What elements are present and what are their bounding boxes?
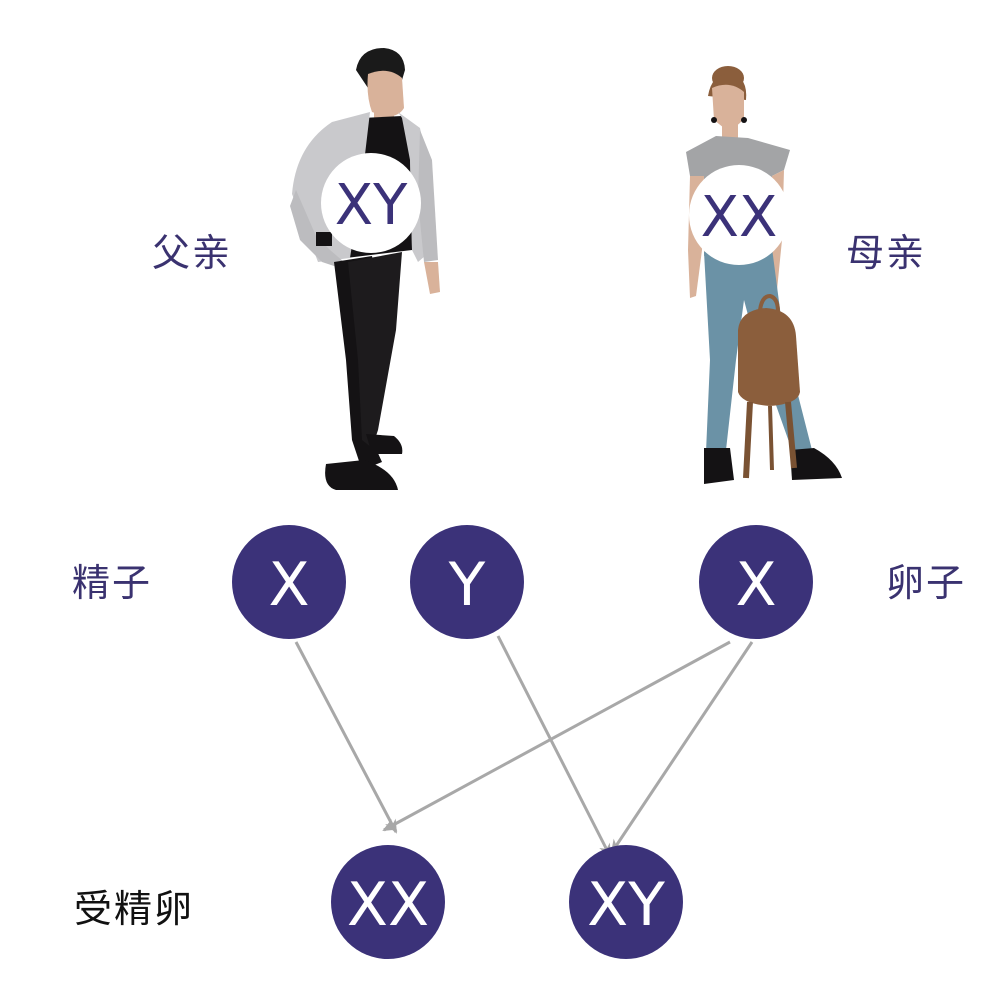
father-figure-icon (290, 48, 440, 490)
sperm-x-node: X (232, 525, 346, 639)
father-chromosome-circle (321, 153, 421, 253)
offspring-xx-node: XX (331, 845, 445, 959)
mother-figure-icon (686, 66, 842, 484)
offspring-xx-label: XX (347, 870, 429, 940)
sperm-label: 精子 (72, 561, 153, 605)
mother-chromosomes: XX (701, 185, 778, 250)
arrow-egg-x-to-xy (610, 641, 754, 854)
mother-label: 母亲 (846, 231, 927, 275)
egg-x-label: X (735, 550, 776, 620)
sperm-y-label: Y (448, 550, 486, 620)
backpack-icon (738, 293, 800, 479)
father-chromosomes: XY (335, 173, 408, 238)
arrow-sperm-x-to-xx (294, 641, 398, 834)
offspring-xy-node: XY (569, 845, 683, 959)
offspring-xy-label: XY (587, 870, 665, 940)
sperm-y-node: Y (410, 525, 524, 639)
egg-label: 卵子 (886, 561, 967, 605)
sperm-x-label: X (268, 550, 309, 620)
inheritance-arrows (294, 635, 754, 858)
egg-x-node: X (699, 525, 813, 639)
mother-chromosome-circle (689, 165, 789, 265)
fertilized-egg-label: 受精卵 (74, 887, 195, 931)
arrow-egg-x-to-xx (382, 640, 731, 832)
father-label: 父亲 (152, 231, 233, 275)
arrow-sperm-y-to-xy (496, 635, 612, 858)
